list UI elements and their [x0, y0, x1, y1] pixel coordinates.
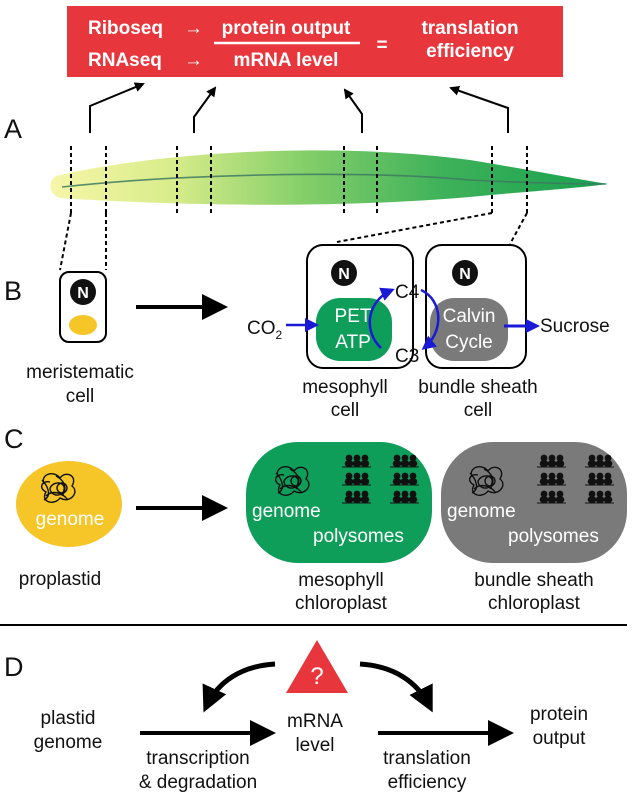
riboseq-label: Riboseq: [88, 18, 163, 39]
bundle-chloroplast-label-2: chloroplast: [488, 593, 581, 614]
rnaseq-label: RNAseq: [88, 50, 162, 71]
arrow-glyph-1: →: [184, 18, 203, 39]
plastid-genome-label-2: genome: [34, 732, 103, 753]
atp-label: ATP: [335, 332, 371, 353]
mesophyll-cell: N PET ATP: [306, 244, 414, 369]
meristematic-label-1: meristematic: [26, 362, 134, 383]
co2-label: CO2: [247, 318, 283, 342]
sampling-arrow-4: [449, 85, 509, 133]
sampling-arrow-1: [89, 82, 145, 133]
pet-label: PET: [335, 306, 372, 327]
mesophyll-chloroplast-b: [316, 298, 392, 361]
translation-label-1: translation: [383, 748, 471, 769]
header-formula: Riboseq → RNAseq → protein output mRNA l…: [67, 6, 563, 77]
question-mark: ?: [310, 663, 323, 690]
sampling-arrow-3: [343, 88, 363, 133]
transcription-label-2: & degradation: [139, 772, 257, 793]
arrow-glyph-2: →: [184, 50, 203, 71]
mesophyll-cell-label-1: mesophyll: [302, 377, 388, 398]
mrna-level-label-2: level: [295, 735, 334, 756]
mesophyll-genome-label: genome: [252, 501, 321, 522]
bundle-polysomes-label: polysomes: [508, 526, 599, 547]
question-triangle: ?: [286, 640, 348, 693]
proplastid-label: proplastid: [19, 569, 101, 590]
calvin-label: Calvin: [443, 306, 496, 327]
leaf-midrib: [61, 173, 607, 188]
c4-c3-shuttle: C4 C3: [368, 282, 440, 367]
bundle-chloroplast-label-1: bundle sheath: [474, 570, 593, 591]
regulation-arrow-left: [202, 661, 276, 713]
bundle-cell-label-1: bundle sheath: [418, 377, 537, 398]
mesophyll-cell-label-2: cell: [331, 400, 360, 421]
leaf: [50, 150, 608, 205]
mesophyll-polysomes-label: polysomes: [313, 526, 404, 547]
co2-input: CO2: [247, 318, 319, 342]
equals-sign: =: [376, 35, 387, 56]
mesophyll-nucleus-letter: N: [338, 266, 350, 283]
result-line1: translation: [421, 18, 518, 39]
bundle-sheath-chloroplast: genome polysomes: [441, 442, 627, 563]
c4-to-c3-arrow: [420, 288, 440, 350]
nucleus-letter: N: [77, 285, 89, 302]
leaf-blade: [50, 150, 608, 205]
sucrose-label: Sucrose: [540, 316, 610, 337]
numerator-label: protein output: [222, 18, 351, 39]
cycle-label: Cycle: [445, 332, 493, 353]
proplastid-dot: [69, 315, 97, 335]
mesophyll-chloroplast: genome polysomes: [246, 442, 432, 563]
regulation-arrow-right: [359, 661, 433, 713]
mrna-level-label-1: mRNA: [287, 711, 343, 732]
mesophyll-chloroplast-label-2: chloroplast: [295, 593, 388, 614]
sucrose-output: Sucrose: [504, 316, 610, 337]
transcription-label-1: transcription: [146, 748, 250, 769]
sampling-arrow-2: [193, 86, 217, 133]
header-box: [67, 6, 563, 77]
protein-output-label-2: output: [533, 728, 587, 749]
bundle-nucleus-letter: N: [459, 266, 471, 283]
proplastid-genome-label: genome: [36, 509, 105, 530]
panel-label-a: A: [4, 114, 22, 144]
plastid-genome-label-1: plastid: [41, 708, 96, 729]
bundle-sheath-cell: N Calvin Cycle: [425, 244, 527, 369]
sampling-arrows: [89, 82, 509, 133]
bundle-cell-label-2: cell: [464, 400, 493, 421]
bundle-genome-label: genome: [447, 501, 516, 522]
c3-to-c4-arrow: [368, 287, 395, 349]
zoom-lines: [59, 212, 528, 271]
c4-label: C4: [395, 282, 420, 303]
denominator-label: mRNA level: [234, 50, 339, 71]
meristematic-cell: N: [59, 271, 107, 343]
proplastid: genome: [16, 461, 122, 547]
bundle-chloroplast-b: [430, 298, 508, 361]
meristematic-label-2: cell: [66, 386, 95, 407]
translation-label-2: efficiency: [388, 772, 467, 793]
c3-label: C3: [395, 346, 419, 367]
mesophyll-chloroplast-label-1: mesophyll: [298, 570, 384, 591]
protein-output-label-1: protein: [530, 704, 588, 725]
result-line2: efficiency: [426, 41, 514, 62]
panel-label-b: B: [4, 276, 22, 306]
panel-label-c: C: [4, 424, 24, 454]
panel-label-d: D: [4, 652, 24, 682]
